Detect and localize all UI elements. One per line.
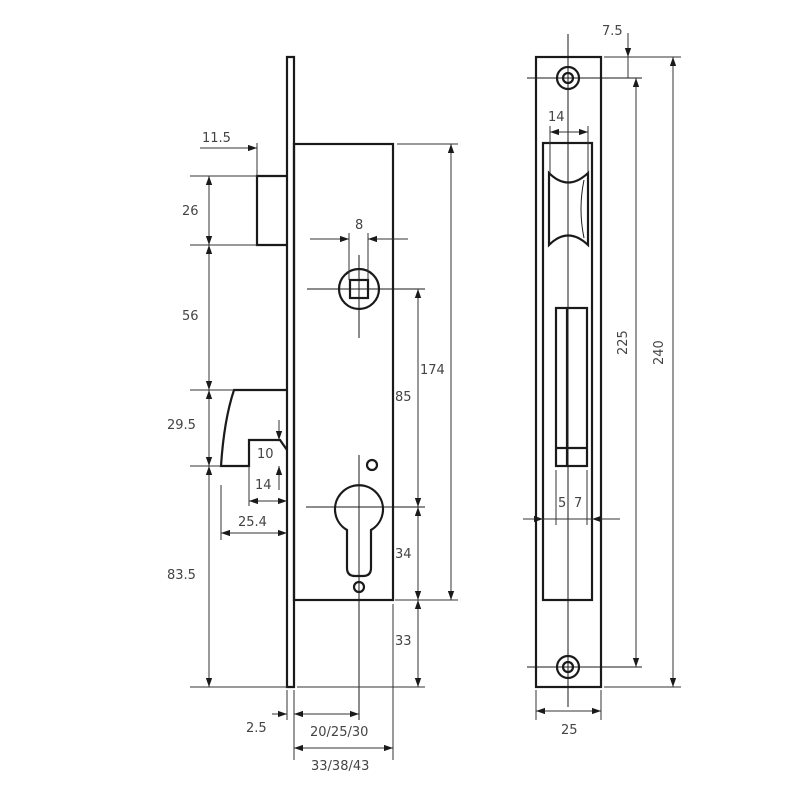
dim-roller-width: 14 [548,110,565,125]
dim-latch-step-width: 14 [255,478,272,493]
lock-case [292,142,395,602]
dim-latch-step: 10 [257,447,274,462]
dim-case-depth: 33/38/43 [311,759,369,774]
dim-deadbolt-height: 26 [182,204,199,219]
faceplate [285,55,296,689]
dim-latch-height: 29.5 [167,418,196,433]
deadbolt [255,174,287,247]
dim-cylinder-to-case-bottom: 34 [395,547,412,562]
latch-bolt [219,388,288,468]
dim-case-height: 174 [420,363,445,378]
dim-screw-distance: 225 [616,330,631,355]
dim-spindle-to-cylinder: 85 [395,390,412,405]
dim-screw-offset: 7.5 [602,24,623,39]
screw-hole-upper [365,458,379,472]
dim-bolt-projection: 11.5 [202,131,231,146]
front-view: 7.5 14 225 240 5 7 25 [523,24,681,738]
dim-case-bottom-to-plate-end: 33 [395,634,412,649]
dim-backset: 20/25/30 [310,725,368,740]
dim-slot-b: 7 [574,496,582,511]
cylinder-cutout [333,484,385,578]
dim-bolt-to-latch: 56 [182,309,199,324]
dim-latch-projection: 25.4 [238,515,267,530]
roller-latch [547,170,590,248]
side-view: 11.5 26 56 29.5 10 14 25.4 83.5 8 174 85… [167,55,458,774]
dim-latch-to-bottom: 83.5 [167,568,196,583]
bolt-slot [554,306,589,468]
dim-plate-thickness: 2.5 [246,721,267,736]
dim-spindle-square: 8 [355,218,363,233]
dim-slot-a: 5 [558,496,566,511]
dim-plate-length: 240 [652,340,667,365]
dim-plate-width: 25 [561,723,578,738]
